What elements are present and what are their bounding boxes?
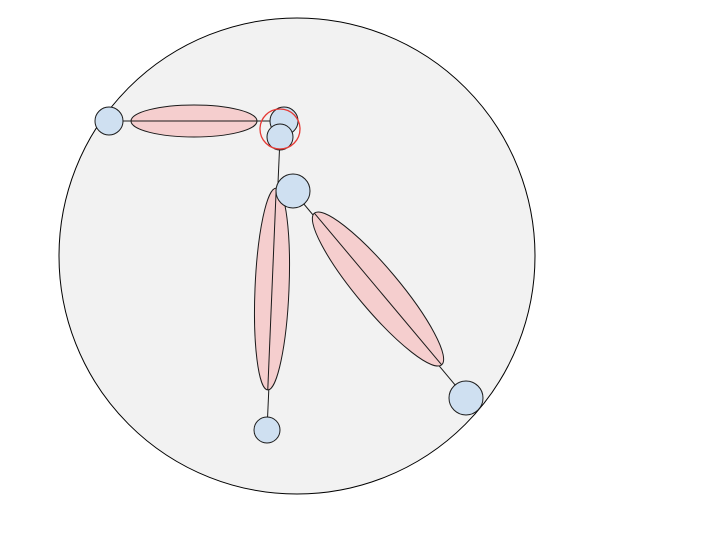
joint-node-top-lower — [266, 123, 294, 151]
joint-node-shoulder — [275, 173, 311, 209]
segment-ellipse-diagonal — [311, 211, 445, 367]
highlight-ring — [259, 108, 301, 150]
segment-ellipse-vertical — [253, 187, 291, 391]
boundary-circle — [58, 17, 536, 495]
joint-node-bottom — [253, 416, 281, 444]
joint-node-left — [94, 106, 124, 136]
joint-node-right-end — [448, 380, 484, 416]
